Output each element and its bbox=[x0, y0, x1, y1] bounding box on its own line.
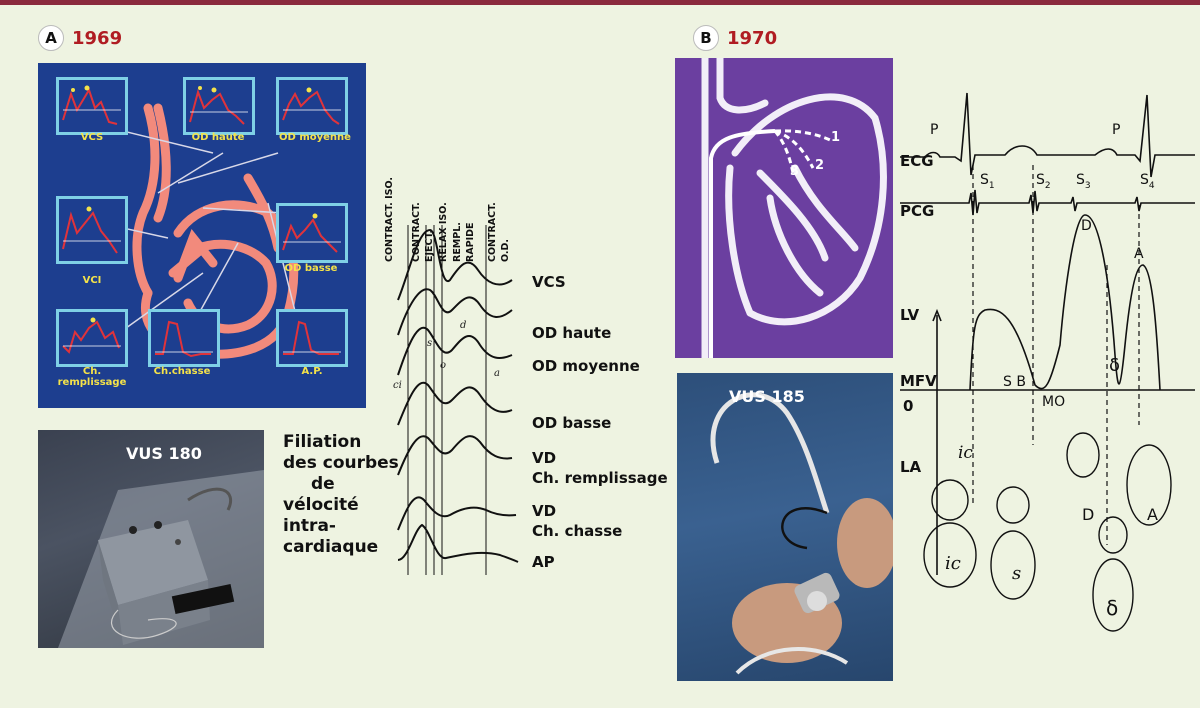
lv-label: LV bbox=[900, 306, 920, 324]
catheter-diagram: 1 2 3 bbox=[675, 58, 893, 358]
vus-185-photo: VUS 185 bbox=[677, 373, 893, 681]
panel-b-year: 1970 bbox=[727, 27, 778, 49]
filiation-line-2: des courbes bbox=[283, 453, 399, 473]
la-ic: ic bbox=[958, 443, 973, 463]
filiation-line-5: intra- bbox=[283, 516, 336, 536]
pcg-s2: S2 bbox=[1036, 172, 1051, 191]
catheter-position-1: 1 bbox=[831, 130, 841, 145]
pcg-s1-letter: S bbox=[980, 172, 989, 188]
curve-label-vcs: VCS bbox=[532, 273, 566, 291]
label-ap: A.P. bbox=[301, 366, 323, 377]
curve-mark-ci: ci bbox=[393, 380, 402, 391]
pcg-s3-sub: 3 bbox=[1084, 180, 1091, 191]
curve-mark-s: s bbox=[427, 338, 433, 349]
curve-label-vd-2: VD bbox=[532, 502, 557, 520]
mini-trace-od-basse bbox=[276, 203, 348, 263]
pcg-s1-sub: 1 bbox=[988, 180, 995, 191]
label-od-moyenne: OD moyenne bbox=[279, 132, 351, 143]
mini-trace-vci bbox=[56, 196, 128, 264]
lv-delta: δ bbox=[1109, 355, 1121, 376]
velocity-waveforms bbox=[397, 225, 519, 575]
panel-b-letter: B bbox=[693, 25, 719, 51]
curve-label-vd-1: VD bbox=[532, 449, 557, 467]
heart-s: s bbox=[1012, 563, 1022, 584]
filiation-line-6: cardiaque bbox=[283, 537, 379, 557]
curve-label-ch-chasse: Ch. chasse bbox=[532, 522, 623, 540]
mini-trace-ch-chasse bbox=[148, 309, 220, 367]
phase-rapide: RAPIDE bbox=[465, 222, 476, 262]
mfv-zero: 0 bbox=[903, 397, 914, 415]
label-ch-remplissage: Ch. remplissage bbox=[56, 366, 128, 388]
mini-trace-od-moyenne bbox=[276, 77, 348, 135]
ecg-label: ECG bbox=[900, 152, 934, 170]
label-vci: VCI bbox=[82, 275, 102, 286]
catheter-heart-drawing bbox=[701, 58, 887, 358]
phase-contract-od: CONTRACT. bbox=[487, 202, 498, 262]
ecg-p-wave-2: P bbox=[1112, 122, 1121, 138]
filiation-line-4: vélocité bbox=[283, 495, 359, 515]
la-label: LA bbox=[900, 458, 922, 476]
phase-rempl: REMPL. bbox=[452, 222, 463, 262]
pcg-s4-letter: S bbox=[1140, 172, 1149, 188]
curve-mark-a: a bbox=[494, 368, 500, 379]
heart-delta: δ bbox=[1106, 596, 1119, 620]
curve-mark-d: d bbox=[460, 320, 467, 331]
mfv-sb: S B bbox=[1003, 374, 1026, 390]
curve-label-od-moyenne: OD moyenne bbox=[532, 357, 640, 375]
label-od-basse: OD basse bbox=[284, 263, 338, 274]
pcg-s3-letter: S bbox=[1076, 172, 1085, 188]
pcg-s3: S3 bbox=[1076, 172, 1091, 191]
mini-trace-ap bbox=[276, 309, 348, 367]
pcg-label: PCG bbox=[900, 202, 935, 220]
cardiac-cycle-traces bbox=[900, 92, 1195, 632]
mini-trace-od-haute bbox=[183, 77, 255, 135]
label-ch-remplissage-line1: Ch. bbox=[82, 366, 102, 377]
curve-mark-o: o bbox=[440, 360, 447, 371]
phase-contract-iso: CONTRACT. ISO. bbox=[384, 177, 395, 262]
curve-label-ch-remplissage: Ch. remplissage bbox=[532, 469, 668, 487]
filiation-line-1: Filiation bbox=[283, 432, 362, 452]
mfv-label: MFV bbox=[900, 372, 937, 390]
phase-relax-iso: RELAX ISO. bbox=[438, 202, 449, 262]
phase-eject: EJECT. bbox=[424, 229, 435, 262]
label-od-haute: OD haute bbox=[191, 132, 245, 143]
vus-185-probe-drawing bbox=[710, 392, 893, 675]
pcg-s4-sub: 4 bbox=[1148, 180, 1155, 191]
ecg-p-wave-1: P bbox=[930, 122, 939, 138]
pcg-s1: S1 bbox=[980, 172, 995, 191]
mfv-mo: MO bbox=[1042, 394, 1066, 410]
filiation-line-3: de bbox=[311, 474, 335, 494]
curve-label-ap: AP bbox=[532, 553, 555, 571]
panel-a-letter: A bbox=[38, 25, 64, 51]
catheter-position-3: 3 bbox=[790, 164, 800, 179]
panel-a-heading: A 1969 bbox=[38, 25, 122, 51]
heart-ic: ic bbox=[945, 553, 961, 574]
mini-trace-vcs bbox=[56, 77, 128, 135]
pcg-s2-sub: 2 bbox=[1044, 180, 1051, 191]
curve-label-od-basse: OD basse bbox=[532, 414, 612, 432]
pcg-s4: S4 bbox=[1140, 172, 1155, 191]
label-vcs: VCS bbox=[80, 132, 104, 143]
lv-a-peak: A bbox=[1134, 246, 1144, 262]
heart-d: D bbox=[1082, 505, 1095, 524]
phase-od: O.D. bbox=[500, 239, 511, 262]
mini-trace-ch-remplissage bbox=[56, 309, 128, 367]
heart-a: A bbox=[1147, 505, 1158, 524]
phase-contract: CONTRACT. bbox=[411, 202, 422, 262]
lv-d-peak: D bbox=[1081, 218, 1092, 234]
panel-a-year: 1969 bbox=[72, 27, 123, 49]
label-ch-remplissage-line2: remplissage bbox=[57, 377, 127, 388]
velocity-diagram-1969: VCS OD haute OD moyenne VCI OD basse Ch.… bbox=[38, 63, 366, 408]
vus-180-device-drawing bbox=[58, 470, 264, 648]
curve-label-od-haute: OD haute bbox=[532, 324, 612, 342]
catheter-position-2: 2 bbox=[815, 158, 825, 173]
top-bar bbox=[0, 0, 1200, 5]
vus-180-label: VUS 180 bbox=[126, 444, 202, 463]
filiation-caption: Filiation des courbes de vélocité intra-… bbox=[283, 432, 399, 558]
label-ch-chasse: Ch.chasse bbox=[153, 366, 211, 377]
vus-180-photo: VUS 180 bbox=[38, 430, 264, 648]
panel-b-heading: B 1970 bbox=[693, 25, 777, 51]
vus-185-label: VUS 185 bbox=[729, 387, 805, 406]
pcg-s2-letter: S bbox=[1036, 172, 1045, 188]
